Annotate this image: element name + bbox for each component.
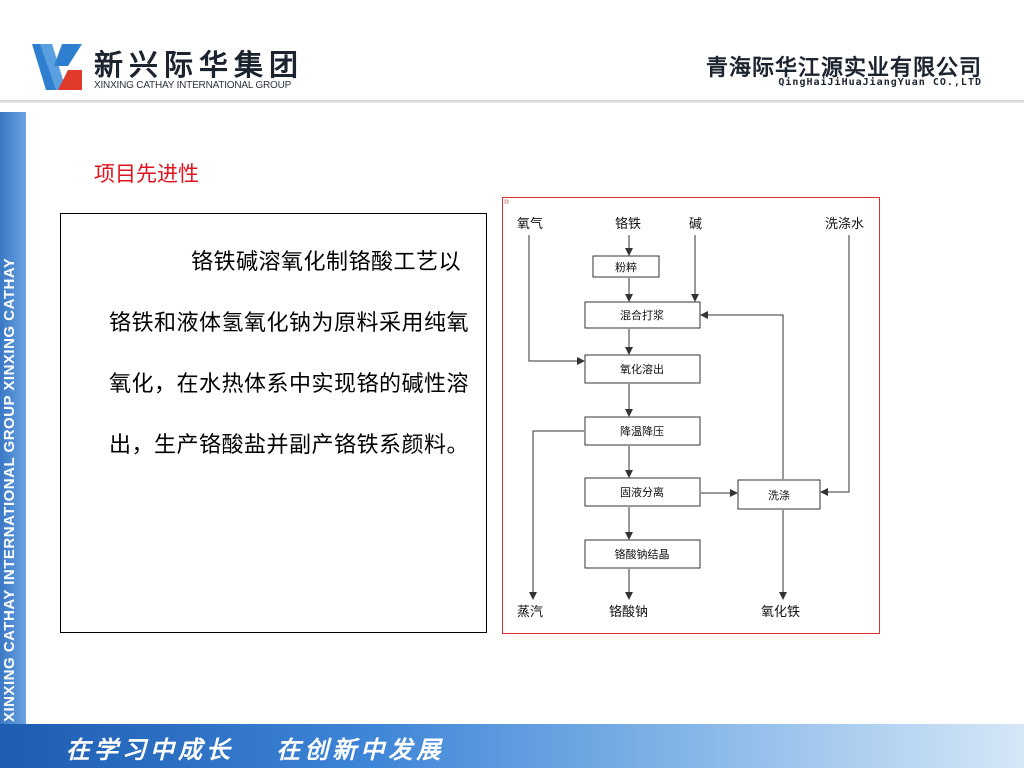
arrow-oxygen-to-oxidation xyxy=(528,235,585,365)
step-oxidation xyxy=(584,354,701,384)
process-flow-diagram: 氧气 铬铁 碱 洗涤水 粉粹 混合打浆 氧化溶出 降温降压 固液分离 洗涤 铬酸… xyxy=(502,197,880,634)
header: 新兴际华集团 XINXING CATHAY INTERNATIONAL GROU… xyxy=(0,0,1024,102)
arrow-washing-recycle-to-mixing xyxy=(700,311,784,479)
step-mixing-label: 混合打浆 xyxy=(620,308,664,322)
output-sodium-chromate: 铬酸钠 xyxy=(609,604,648,620)
step-separation-label: 固液分离 xyxy=(620,485,664,499)
brand-name-en: XINXING CATHAY INTERNATIONAL GROUP xyxy=(94,80,292,91)
step-crystallization xyxy=(584,539,701,569)
company-logo-icon xyxy=(32,44,82,90)
description-box: 铬铁碱溶氧化制铬酸工艺以铬铁和液体氢氧化钠为原料采用纯氧氧化，在水热体系中实现铬… xyxy=(60,213,487,633)
output-steam: 蒸汽 xyxy=(517,605,543,620)
brand-name-cn: 新兴际华集团 xyxy=(94,48,305,82)
header-divider xyxy=(0,100,1024,103)
input-ferrochrome: 铬铁 xyxy=(615,216,641,232)
slide-title: 项目先进性 xyxy=(94,162,199,186)
company-name-en: QingHaiJiHuaJiangYuan CO.,LTD xyxy=(778,77,982,88)
output-iron-oxide: 氧化铁 xyxy=(761,605,800,620)
arrow-cooling-to-steam xyxy=(529,430,584,600)
side-banner-text: XINXING CATHAY INTERNATIONAL GROUP XINXI… xyxy=(1,257,18,722)
side-banner: XINXING CATHAY INTERNATIONAL GROUP XINXI… xyxy=(0,112,26,724)
footer-slogan-2: 在创新中发展 xyxy=(276,735,445,764)
footer-slogan-1: 在学习中成长 xyxy=(66,735,234,764)
footer-slogans: 在学习中成长 在创新中发展 xyxy=(66,730,444,765)
footer-banner: 在学习中成长 在创新中发展 xyxy=(26,724,1024,768)
process-flow-svg: 氧气 铬铁 碱 洗涤水 粉粹 混合打浆 氧化溶出 降温降压 固液分离 洗涤 铬酸… xyxy=(504,199,864,620)
input-alkali: 碱 xyxy=(689,217,702,232)
company-name-cn: 青海际华江源实业有限公司 xyxy=(705,56,982,81)
step-separation xyxy=(584,477,701,507)
input-oxygen: 氧气 xyxy=(517,216,543,232)
step-crushing xyxy=(592,255,660,278)
footer-left-cap xyxy=(0,724,26,768)
step-crystallization-label: 铬酸钠结晶 xyxy=(615,547,670,561)
step-washing-label: 洗涤 xyxy=(768,488,790,502)
step-mixing xyxy=(584,301,701,329)
arrow-washwater-to-washing xyxy=(820,235,850,496)
corner-mark xyxy=(504,199,509,204)
description-text: 铬铁碱溶氧化制铬酸工艺以铬铁和液体氢氧化钠为原料采用纯氧氧化，在水热体系中实现铬… xyxy=(109,250,470,458)
step-cooling-label: 降温降压 xyxy=(620,424,664,438)
step-crushing-label: 粉粹 xyxy=(615,260,637,274)
step-oxidation-label: 氧化溶出 xyxy=(620,362,664,376)
input-wash-water: 洗涤水 xyxy=(825,217,864,232)
step-cooling xyxy=(584,416,701,446)
